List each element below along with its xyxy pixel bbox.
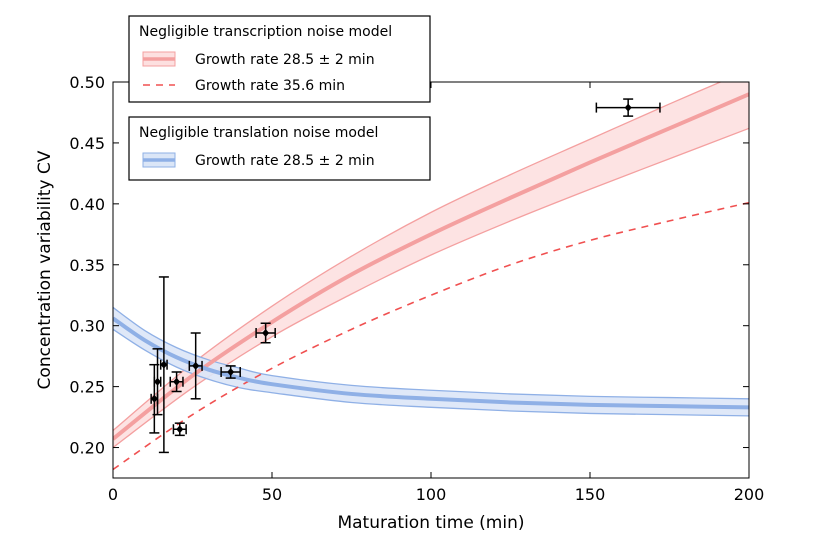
- model-curves: [113, 92, 749, 471]
- legend-frame: [128, 15, 431, 103]
- diamond-marker: [227, 367, 235, 376]
- data-points: [149, 98, 661, 454]
- y-tick-label: 0.25: [69, 378, 105, 397]
- x-tick-label: 0: [108, 485, 118, 504]
- diamond-marker: [150, 394, 158, 403]
- legends: Negligible transcription noise modelGrow…: [128, 15, 431, 181]
- diamond-marker: [262, 329, 270, 338]
- band-lower-edge-2: [113, 328, 749, 417]
- x-tick-label: 150: [575, 485, 606, 504]
- y-tick-label: 0.30: [69, 317, 105, 336]
- legend-entry-label: Growth rate 28.5 ± 2 min: [195, 153, 375, 169]
- series-line-1: [113, 201, 749, 471]
- series-line-2: [113, 316, 749, 410]
- band-area-2: [113, 307, 749, 416]
- diamond-marker: [192, 361, 200, 370]
- legend-box-1: Negligible translation noise modelGrowth…: [128, 116, 431, 181]
- band-area-0: [113, 82, 749, 448]
- data-point-1: [152, 348, 163, 416]
- series-line-0: [113, 92, 749, 441]
- diamond-marker: [160, 360, 168, 369]
- legend-box-0: Negligible transcription noise modelGrow…: [128, 15, 431, 103]
- band-upper-edge-0: [113, 82, 723, 431]
- x-axis-label: Maturation time (min): [337, 513, 524, 533]
- legend-entry-label: Growth rate 35.6 min: [195, 78, 345, 94]
- diamond-marker: [624, 103, 632, 112]
- data-point-4: [172, 422, 187, 437]
- x-tick-label: 100: [416, 485, 447, 504]
- legend-frame: [128, 116, 431, 181]
- data-point-6: [220, 365, 241, 379]
- confidence-bands: [113, 82, 749, 449]
- data-point-8: [595, 98, 661, 117]
- legend-title: Negligible translation noise model: [139, 125, 378, 141]
- diamond-marker: [154, 377, 162, 386]
- y-tick-label: 0.20: [69, 439, 105, 458]
- y-tick-label: 0.50: [69, 73, 105, 92]
- legend-title: Negligible transcription noise model: [139, 24, 392, 40]
- band-upper-edge-2: [113, 306, 749, 400]
- legend-entry-label: Growth rate 28.5 ± 2 min: [195, 52, 375, 68]
- y-tick-label: 0.45: [69, 134, 105, 153]
- diamond-marker: [176, 425, 184, 434]
- x-tick-label: 200: [734, 485, 765, 504]
- y-axis-label: Concentration variability CV: [35, 150, 55, 389]
- axis-ticks: 0 50 100 150 200 0.20 0.25 0.30 0.35 0.40 0.45 0.50: [69, 73, 764, 504]
- y-tick-label: 0.40: [69, 195, 105, 214]
- data-point-2: [158, 276, 169, 454]
- data-point-3: [169, 371, 184, 393]
- diamond-marker: [173, 377, 181, 386]
- data-point-5: [188, 332, 203, 400]
- y-tick-label: 0.35: [69, 256, 105, 275]
- x-tick-label: 50: [262, 485, 282, 504]
- data-point-7: [255, 322, 276, 344]
